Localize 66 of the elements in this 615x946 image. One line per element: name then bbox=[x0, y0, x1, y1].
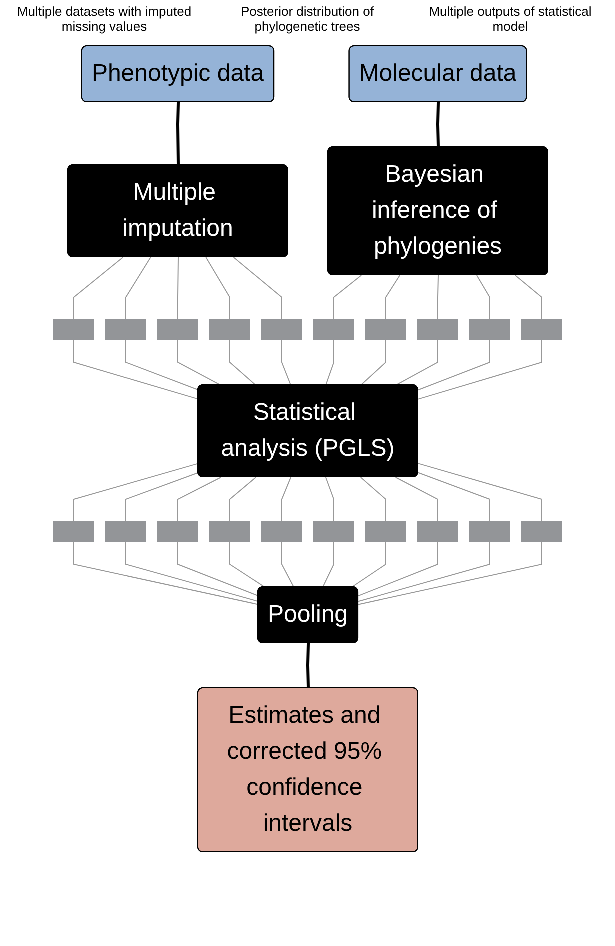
connector bbox=[436, 102, 440, 148]
node-box bbox=[521, 320, 562, 340]
node-box bbox=[365, 522, 406, 542]
node-box bbox=[53, 320, 94, 340]
connector bbox=[360, 340, 386, 386]
connector bbox=[125, 472, 199, 522]
node-box bbox=[209, 320, 250, 340]
connector bbox=[281, 477, 292, 522]
connector bbox=[125, 542, 258, 602]
connector bbox=[476, 275, 490, 320]
connector bbox=[394, 340, 438, 386]
node-box bbox=[105, 522, 146, 542]
node-box bbox=[261, 522, 302, 542]
connector bbox=[417, 340, 490, 391]
node-box bbox=[209, 522, 250, 542]
connector bbox=[125, 257, 151, 320]
connector bbox=[358, 542, 542, 606]
node-box bbox=[261, 320, 302, 340]
connector bbox=[358, 542, 438, 597]
connector bbox=[177, 340, 222, 386]
connector bbox=[177, 257, 178, 320]
connector bbox=[73, 463, 198, 522]
node-box bbox=[157, 320, 198, 340]
connector bbox=[229, 542, 266, 588]
connector bbox=[73, 257, 124, 320]
connector bbox=[358, 542, 490, 602]
connector bbox=[177, 477, 222, 522]
connector bbox=[385, 275, 400, 320]
node-box bbox=[53, 522, 94, 542]
connector bbox=[73, 542, 258, 606]
connector bbox=[306, 643, 310, 689]
connector bbox=[229, 340, 256, 386]
note-text: Posterior distribution of phylogenetic trees bbox=[240, 4, 375, 34]
node-box bbox=[417, 320, 458, 340]
connector bbox=[514, 275, 542, 320]
connector bbox=[205, 257, 230, 320]
node-box bbox=[313, 522, 354, 542]
connector bbox=[232, 257, 282, 320]
connector bbox=[437, 275, 438, 320]
node-box bbox=[313, 320, 354, 340]
node-box bbox=[157, 522, 198, 542]
node-box bbox=[521, 522, 562, 542]
node-box bbox=[365, 320, 406, 340]
node-box bbox=[105, 320, 146, 340]
connector bbox=[418, 340, 542, 400]
connector bbox=[73, 340, 198, 400]
connector bbox=[333, 275, 362, 320]
connector bbox=[418, 463, 542, 522]
node-box bbox=[469, 320, 510, 340]
connector bbox=[360, 477, 386, 522]
connector bbox=[281, 340, 292, 386]
connector bbox=[417, 472, 490, 522]
connector bbox=[229, 477, 256, 522]
node-box bbox=[417, 522, 458, 542]
node-box bbox=[469, 522, 510, 542]
connector bbox=[177, 542, 258, 597]
connector bbox=[281, 542, 294, 588]
connector bbox=[322, 542, 334, 588]
connector bbox=[324, 340, 334, 386]
connector bbox=[125, 340, 199, 391]
note-text: Multiple datasets with imputed missing values bbox=[16, 4, 193, 34]
connector bbox=[394, 477, 438, 522]
note-text: Multiple outputs of statistical model bbox=[428, 4, 593, 34]
connector bbox=[176, 102, 180, 166]
connector bbox=[350, 542, 386, 588]
connector bbox=[324, 477, 334, 522]
